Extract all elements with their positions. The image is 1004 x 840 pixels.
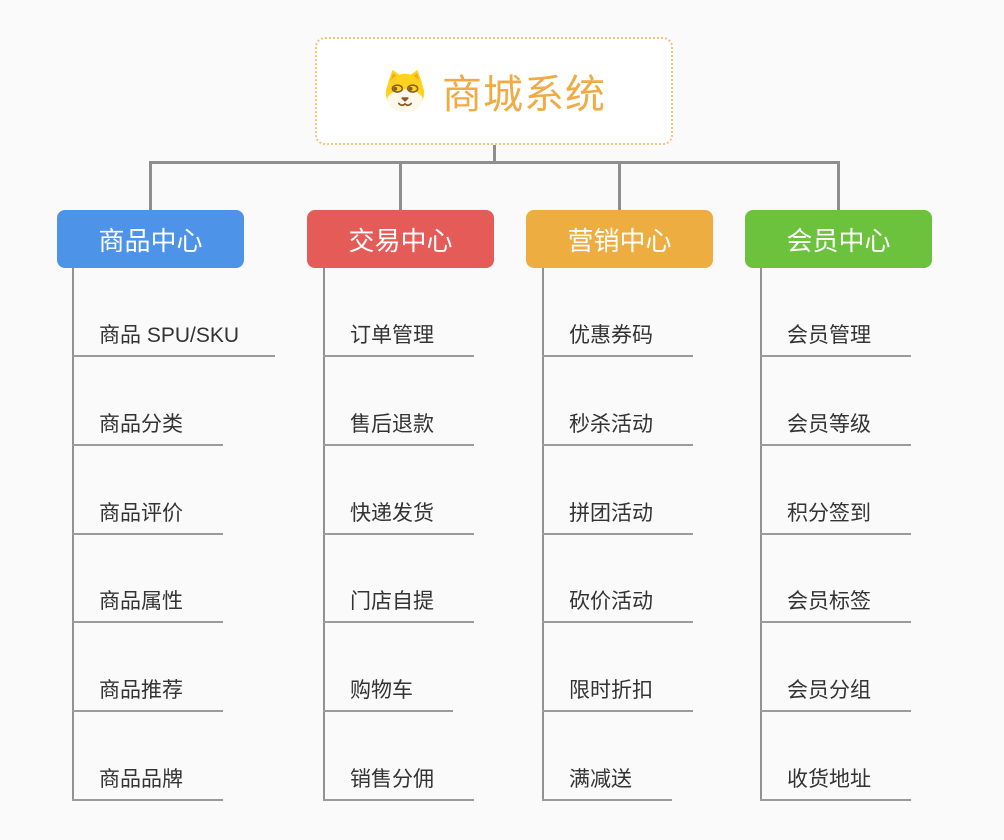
leaf-node[interactable]: 售后退款 <box>323 410 474 446</box>
branch-node-member-center[interactable]: 会员中心 <box>745 210 932 268</box>
leaf-node[interactable]: 秒杀活动 <box>542 410 693 446</box>
connector-horizontal-bus <box>149 161 840 164</box>
leaf-node[interactable]: 商品属性 <box>72 587 223 623</box>
leaf-node[interactable]: 收货地址 <box>760 765 911 801</box>
leaf-node[interactable]: 商品品牌 <box>72 765 223 801</box>
shiba-dog-icon <box>385 69 425 113</box>
leaf-node[interactable]: 拼团活动 <box>542 499 693 535</box>
connector-root-drop <box>493 145 496 164</box>
root-node[interactable]: 商城系统 <box>315 37 673 145</box>
connector-drop-product-center <box>149 161 152 210</box>
leaf-node[interactable]: 销售分佣 <box>323 765 474 801</box>
branch-node-marketing-center[interactable]: 营销中心 <box>526 210 713 268</box>
leaf-node[interactable]: 会员分组 <box>760 676 911 712</box>
leaf-node[interactable]: 优惠券码 <box>542 321 693 357</box>
leaf-node[interactable]: 商品评价 <box>72 499 223 535</box>
leaf-node[interactable]: 门店自提 <box>323 587 474 623</box>
leaf-node[interactable]: 会员等级 <box>760 410 911 446</box>
leaf-node[interactable]: 积分签到 <box>760 499 911 535</box>
leaf-node[interactable]: 购物车 <box>323 676 453 712</box>
leaf-node[interactable]: 会员管理 <box>760 321 911 357</box>
leaf-node[interactable]: 商品 SPU/SKU <box>72 321 276 357</box>
leaf-node[interactable]: 商品分类 <box>72 410 223 446</box>
leaf-node[interactable]: 订单管理 <box>323 321 474 357</box>
leaf-node[interactable]: 满减送 <box>542 765 672 801</box>
connector-drop-marketing-center <box>618 161 621 210</box>
leaf-node[interactable]: 会员标签 <box>760 587 911 623</box>
root-node-label: 商城系统 <box>442 73 606 117</box>
connector-drop-trade-center <box>399 161 402 210</box>
leaf-node[interactable]: 砍价活动 <box>542 587 693 623</box>
leaf-node[interactable]: 限时折扣 <box>542 676 693 712</box>
leaf-node[interactable]: 快递发货 <box>323 499 474 535</box>
branch-node-product-center[interactable]: 商品中心 <box>57 210 244 268</box>
branch-node-trade-center[interactable]: 交易中心 <box>307 210 494 268</box>
connector-drop-member-center <box>837 161 840 210</box>
leaf-node[interactable]: 商品推荐 <box>72 676 223 712</box>
